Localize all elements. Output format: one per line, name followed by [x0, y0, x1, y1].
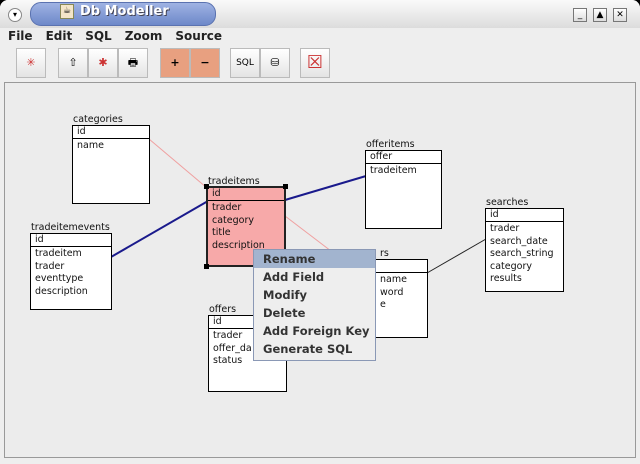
field: name — [380, 274, 407, 285]
field: e — [380, 299, 386, 310]
field: trader — [213, 330, 243, 341]
field: name — [77, 140, 104, 151]
menu-item-rename[interactable]: Rename — [254, 250, 375, 268]
field: tradeitem — [370, 165, 417, 176]
print-button[interactable]: 🖶 — [118, 48, 148, 78]
field: word — [380, 286, 404, 298]
field: status — [213, 355, 243, 366]
java-app-icon: ☕ — [60, 4, 74, 19]
menu-edit[interactable]: Edit — [45, 29, 73, 43]
new-table-button[interactable]: ✱ — [88, 48, 118, 78]
database-import-button[interactable]: ⛁ — [260, 48, 290, 78]
field: search_date — [490, 235, 548, 247]
menu-file[interactable]: File — [8, 29, 33, 43]
minimize-button[interactable]: _ — [573, 8, 587, 22]
field: results — [490, 273, 522, 284]
table-name: offers — [209, 304, 237, 315]
primary-key: id — [209, 316, 286, 329]
zoom-out-icon: − — [200, 56, 210, 69]
field: category — [212, 214, 254, 226]
field: offer_da — [213, 342, 252, 354]
menu-item-add-field[interactable]: Add Field — [263, 270, 325, 284]
primary-key — [351, 260, 427, 273]
maximize-button[interactable]: ▲ — [593, 8, 607, 22]
table-name: tradeitems — [208, 176, 260, 187]
context-menu: Rename Add Field Modify Delete Add Forei… — [253, 249, 376, 361]
table-name: rs — [380, 248, 389, 259]
open-button[interactable]: ⇧ — [58, 48, 88, 78]
resize-handle[interactable] — [204, 264, 209, 269]
primary-key: id — [486, 209, 563, 222]
field: search_string — [490, 248, 554, 259]
menu-item-generate-sql[interactable]: Generate SQL — [263, 342, 353, 356]
primary-key: id — [31, 234, 111, 247]
menu-bar: File Edit SQL Zoom Source — [8, 29, 222, 45]
resize-handle[interactable] — [283, 184, 288, 189]
delete-button[interactable]: ☒ — [300, 48, 330, 78]
primary-key: id — [208, 188, 284, 201]
field: trader — [212, 202, 242, 213]
new-table-icon: ✱ — [98, 56, 108, 69]
relationship-lines — [110, 138, 487, 274]
table-offeritems[interactable]: offeritems offer tradeitem — [365, 139, 442, 229]
new-diagram-icon: ✳ — [26, 56, 36, 69]
relation-line-tradeitemevents-tradeitems — [110, 200, 209, 258]
field: tradeitem — [35, 248, 82, 259]
menu-item-add-foreign-key[interactable]: Add Foreign Key — [263, 324, 370, 338]
sql-export-icon: SQL — [236, 58, 254, 68]
field: category — [490, 260, 532, 272]
menu-item-delete[interactable]: Delete — [263, 306, 306, 320]
table-categories[interactable]: categories id name — [72, 114, 150, 204]
zoom-in-button[interactable]: + — [160, 48, 190, 78]
close-button[interactable]: ✕ — [613, 8, 627, 22]
field: trader — [490, 223, 520, 234]
menu-item-modify[interactable]: Modify — [263, 288, 308, 302]
menu-zoom[interactable]: Zoom — [124, 29, 163, 43]
field: title — [212, 227, 231, 238]
relation-line-traders-searches — [426, 238, 487, 274]
relation-line-categories-tradeitems — [148, 138, 214, 194]
relation-line-tradeitems-traders — [284, 215, 332, 252]
field: description — [212, 239, 265, 251]
table-name: tradeitemevents — [31, 222, 110, 233]
menu-source[interactable]: Source — [175, 29, 223, 43]
zoom-out-button[interactable]: − — [190, 48, 220, 78]
table-name: categories — [73, 114, 123, 125]
print-icon: 🖶 — [127, 56, 139, 69]
relation-line-tradeitems-offeritems — [284, 175, 367, 201]
window-title: Db Modeller — [80, 4, 169, 19]
menu-sql[interactable]: SQL — [85, 29, 112, 43]
field: trader — [35, 260, 65, 272]
primary-key: offer — [366, 151, 441, 164]
table-tradeitemevents[interactable]: tradeitemevents id tradeitem trader even… — [30, 222, 112, 310]
open-icon: ⇧ — [68, 56, 78, 69]
table-name: searches — [486, 197, 529, 208]
resize-handle[interactable] — [204, 184, 209, 189]
zoom-in-icon: + — [170, 56, 180, 69]
delete-icon: ☒ — [306, 52, 324, 73]
field: description — [35, 285, 88, 297]
database-import-icon: ⛁ — [270, 56, 280, 69]
window-menu-icon[interactable]: ▾ — [8, 8, 22, 22]
title-bar: ▾ ☕ Db Modeller _ ▲ ✕ — [0, 0, 640, 28]
new-diagram-button[interactable]: ✳ — [16, 48, 46, 78]
table-searches[interactable]: searches id trader search_date search_st… — [485, 197, 564, 292]
primary-key: id — [73, 126, 149, 139]
table-name: offeritems — [366, 139, 415, 150]
field: eventtype — [35, 273, 84, 284]
sql-export-button[interactable]: SQL — [230, 48, 260, 78]
